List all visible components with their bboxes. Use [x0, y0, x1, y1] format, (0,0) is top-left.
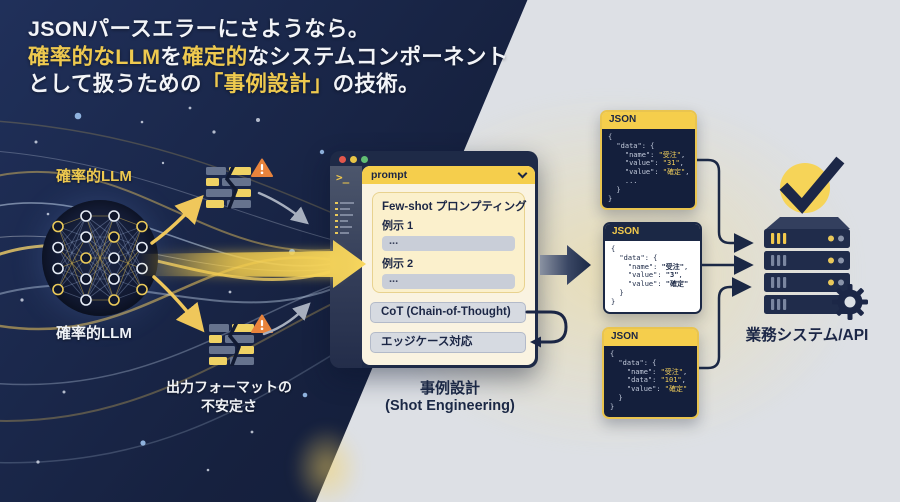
- close-icon: [339, 156, 346, 163]
- headline-line1: JSONパースエラーにさようなら。: [28, 17, 370, 41]
- label-llm-top: 確率的LLM: [56, 168, 132, 185]
- json-block: JSON { "data": { "name": "受注", "value": …: [600, 110, 697, 211]
- maximize-icon: [361, 156, 368, 163]
- diagonal-edge-glow: [292, 425, 362, 502]
- terminal-prompt-icon: >_: [336, 171, 350, 184]
- json-block: JSON { "data": { "name": "受注", "data": "…: [602, 327, 699, 419]
- edge-case-box: エッジケース対応: [370, 332, 526, 353]
- headline-line2: 確率的なLLMを確定的なシステムコンポーネント: [28, 44, 509, 69]
- prompt-titlebar: prompt: [362, 166, 535, 184]
- broken-output-block-bottom: [209, 321, 257, 371]
- few-shot-box: Few-shot プロンプティング 例示 1 ... 例示 2 ...: [372, 192, 527, 293]
- terminal-window: >_ prompt Few-shot プロンプティング 例示 1 ... 例示 …: [330, 151, 538, 368]
- json-block: JSON { "data": { "name": "受注", "value": …: [603, 222, 702, 314]
- example-1-label: 例示 1: [382, 220, 414, 232]
- server-icon: [764, 217, 868, 320]
- headline-line3: として扱うための「事例設計」の技術。: [28, 72, 420, 96]
- json-code: { "data": { "name": "受注", "value": "3", …: [605, 241, 700, 312]
- minimize-icon: [350, 156, 357, 163]
- cot-box: CoT (Chain-of-Thought): [370, 302, 526, 323]
- prompt-title: prompt: [371, 169, 408, 181]
- label-business-system: 業務システム/API: [745, 327, 869, 344]
- gear-icon: [832, 284, 868, 320]
- json-block-header: JSON: [602, 112, 695, 129]
- label-llm-bottom: 確率的LLM: [56, 325, 132, 342]
- example-2-label: 例示 2: [382, 258, 414, 270]
- server-leds: [771, 233, 844, 310]
- json-block-header: JSON: [604, 329, 697, 346]
- json-code: { "data": { "name": "受注", "value": "31",…: [602, 129, 695, 209]
- sidebar-file-list: [335, 202, 358, 238]
- caption-shot-engineering: 事例設計 (Shot Engineering): [385, 380, 515, 414]
- headline: JSONパースエラーにさようなら。 確率的なLLMを確定的なシステムコンポーネン…: [28, 16, 508, 99]
- check-icon: [779, 156, 845, 214]
- example-2-placeholder: ...: [382, 274, 515, 289]
- warning-icon: [251, 158, 273, 183]
- example-1-placeholder: ...: [382, 236, 515, 251]
- json-block-header: JSON: [605, 224, 700, 241]
- prompt-panel: prompt Few-shot プロンプティング 例示 1 ... 例示 2 .…: [362, 166, 535, 365]
- window-titlebar: [330, 151, 538, 166]
- json-code: { "data": { "name": "受注", "data": "101",…: [604, 346, 697, 417]
- broken-output-block-top: [206, 164, 254, 214]
- few-shot-heading: Few-shot プロンプティング: [382, 201, 527, 213]
- label-output-instability: 出力フォーマットの 不安定さ: [166, 379, 292, 414]
